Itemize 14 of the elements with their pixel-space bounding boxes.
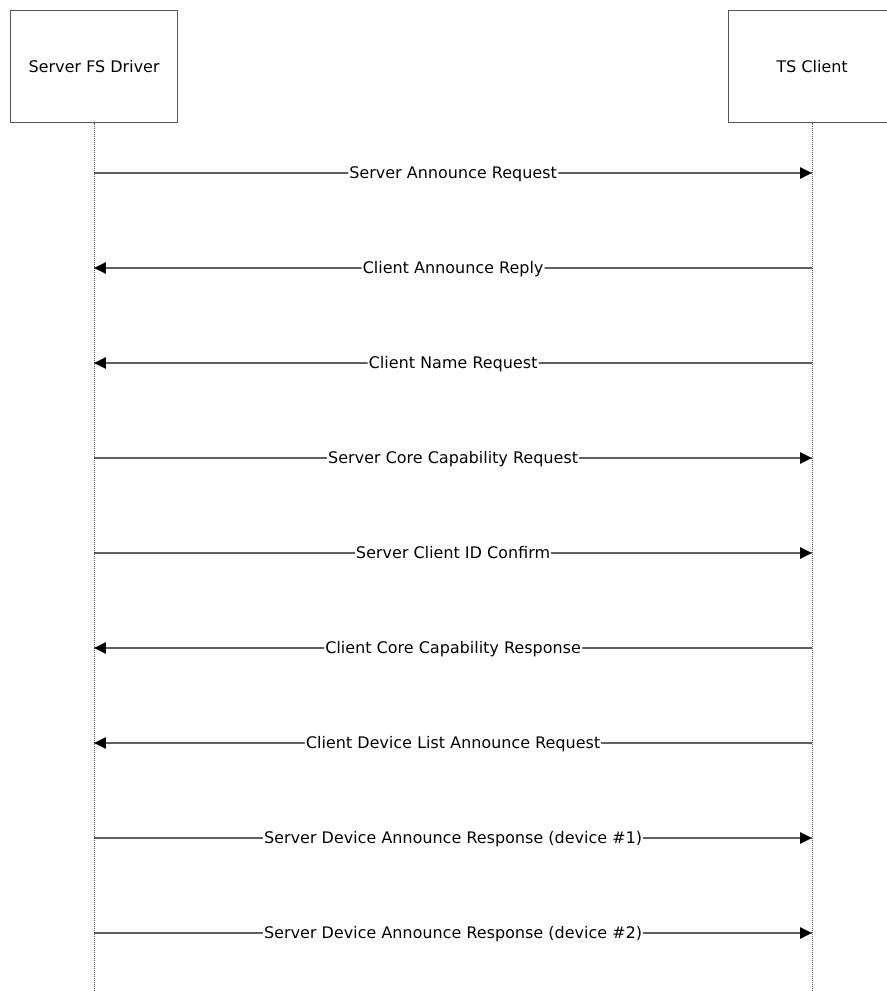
edge-label: Client Device List Announce Request <box>304 733 602 753</box>
lifeline <box>94 123 96 991</box>
edge-label: Server Announce Request <box>348 163 558 183</box>
edge-label: Client Name Request <box>368 353 538 373</box>
edge-label: Server Core Capability Request <box>327 448 579 468</box>
participant-name: TS Client <box>776 56 848 78</box>
edge-label: Client Core Capability Response <box>324 638 582 658</box>
lifeline <box>812 123 814 991</box>
edge-label: Client Announce Reply <box>362 258 544 278</box>
participant-box <box>728 10 887 123</box>
edge-label: Server Device Announce Response (device #1) <box>262 828 644 848</box>
participant-name: Server FS Driver <box>28 56 160 78</box>
participant-box <box>10 10 178 123</box>
edge-label: Server Device Announce Response (device #2) <box>262 923 644 943</box>
